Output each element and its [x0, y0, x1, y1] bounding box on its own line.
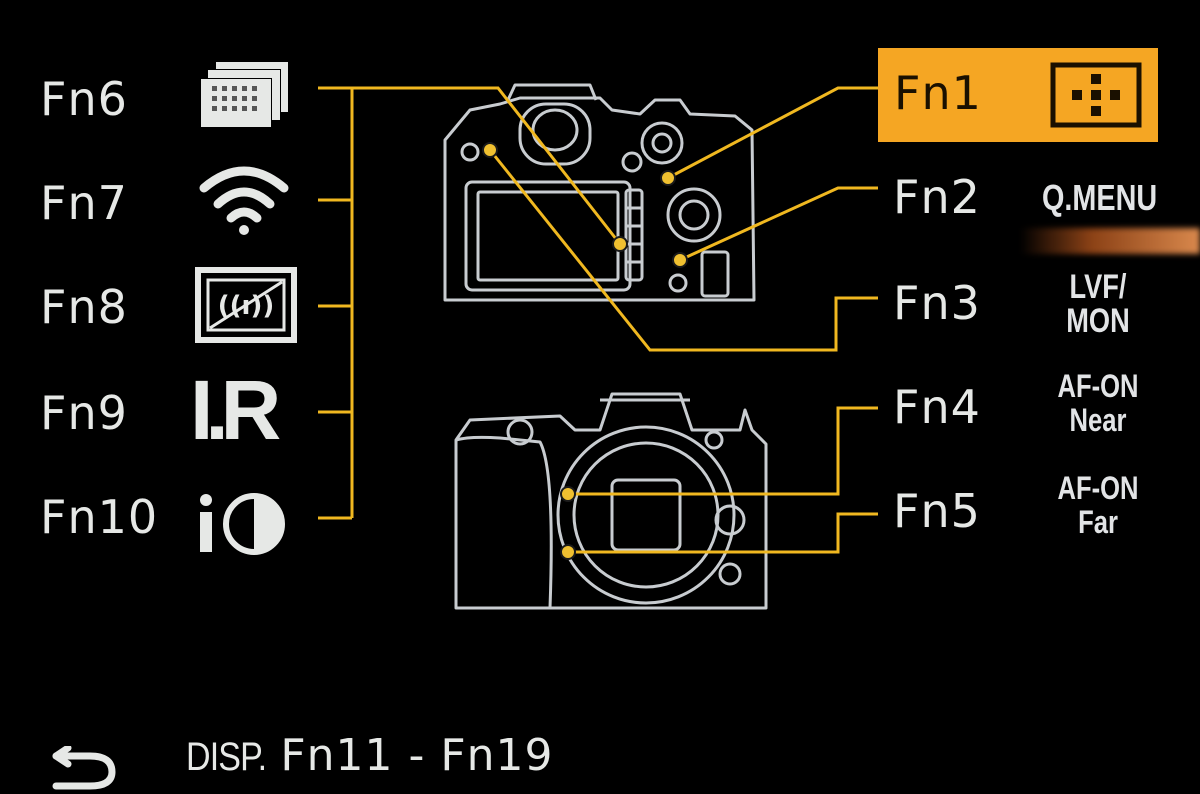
fn1-label: Fn1	[894, 66, 982, 120]
ir-text-icon: I.R	[190, 363, 281, 457]
light-glare	[1020, 228, 1200, 254]
disp-key-label: DISP.	[186, 735, 267, 779]
camera-front-outline	[454, 392, 768, 610]
fn4-function-line2: Near	[1069, 402, 1127, 438]
fn3-function-line2: MON	[1066, 302, 1130, 340]
fn6-label[interactable]: Fn6	[40, 72, 128, 126]
silent-mode-icon: ((ı))	[195, 267, 297, 343]
page-range-label: Fn11 - Fn19	[280, 730, 554, 781]
i-dynamic-icon	[200, 493, 285, 555]
fn4-function-line1: AF-ON	[1057, 368, 1139, 404]
fn8-label[interactable]: Fn8	[40, 280, 128, 334]
svg-text:((ı)): ((ı))	[218, 291, 274, 321]
fn4-label[interactable]: Fn4	[893, 380, 981, 434]
next-page-button[interactable]: DISP.Fn11 - Fn19	[186, 734, 554, 778]
camera-back-outline	[443, 83, 756, 302]
fn1-selected-button[interactable]: Fn1	[878, 48, 1158, 142]
fn10-label[interactable]: Fn10	[40, 490, 159, 544]
return-arrow-icon[interactable]	[48, 746, 120, 790]
fn2-function: Q.MENU	[1042, 177, 1158, 218]
leader-dots	[482, 142, 688, 560]
footer-bar: DISP. Fn11 - Fn19	[0, 720, 1200, 794]
grid-stack-icon	[200, 62, 288, 128]
fn5-function-line1: AF-ON	[1057, 470, 1139, 506]
fn2-label[interactable]: Fn2	[893, 170, 981, 224]
leader-lines	[318, 86, 878, 554]
fn7-label[interactable]: Fn7	[40, 176, 128, 230]
fn5-label[interactable]: Fn5	[893, 484, 981, 538]
fn5-function-line2: Far	[1078, 504, 1118, 540]
fn3-function-line1: LVF/	[1069, 268, 1127, 306]
wifi-icon	[199, 166, 289, 235]
af-area-icon	[1050, 62, 1142, 128]
fn3-label[interactable]: Fn3	[893, 276, 981, 330]
fn9-label[interactable]: Fn9	[40, 386, 128, 440]
